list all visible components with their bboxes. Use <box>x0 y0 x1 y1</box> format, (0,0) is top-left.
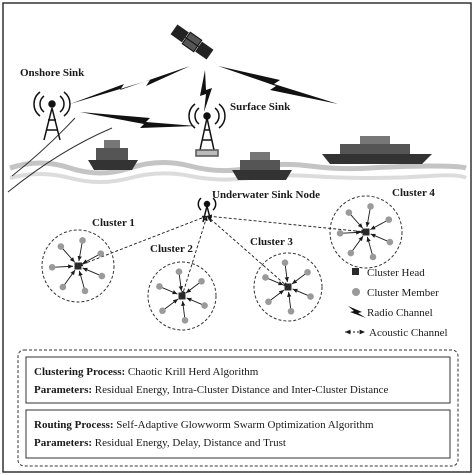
surface-sink-icon <box>188 103 226 157</box>
cluster-4-head <box>362 228 370 236</box>
legend-head-swatch <box>352 268 359 275</box>
cluster-1-member-link <box>77 240 83 262</box>
legend-member-swatch <box>352 288 360 296</box>
cluster-member-node <box>159 307 166 315</box>
clustering-heading: Clustering Process: <box>34 366 125 378</box>
cluster-3-head <box>284 283 292 291</box>
cluster-1-member-link <box>62 269 76 288</box>
cluster-member-node <box>281 259 289 267</box>
routing-params-heading: Parameters: <box>34 437 92 449</box>
cluster-member-node <box>347 249 355 257</box>
legend-cluster-member: Cluster Member <box>367 287 439 299</box>
cluster-1-member-link <box>52 264 74 269</box>
cluster-4-member-link <box>370 233 391 243</box>
cluster-4-member-link <box>370 219 389 231</box>
shore-line-2 <box>7 127 113 193</box>
cluster-1-head <box>74 262 82 270</box>
radio-links <box>70 66 338 128</box>
cluster-member-node <box>175 268 183 276</box>
onshore-tower-icon <box>33 91 71 141</box>
cluster2-label: Cluster 2 <box>150 243 193 255</box>
cluster-member-node <box>201 302 208 309</box>
underwater-sink-label: Underwater Sink Node <box>212 189 320 201</box>
cluster-1-boundary <box>41 229 115 303</box>
cluster-4-member-link <box>350 235 364 254</box>
cluster-member-node <box>385 216 393 223</box>
cluster-member-node <box>304 268 311 276</box>
cluster-member-node <box>156 283 163 290</box>
shore-line <box>11 117 76 177</box>
surface-sink-label: Surface Sink <box>230 101 291 113</box>
cluster-4-member-link <box>366 236 374 258</box>
acoustic-link-cluster-3 <box>206 215 289 288</box>
satellite-icon <box>170 24 214 60</box>
routing-algorithm: Self-Adaptive Glowworm Swarm Optimizatio… <box>114 419 374 431</box>
ship-icon-2 <box>232 152 292 180</box>
legend-radio-swatch <box>348 306 366 318</box>
acoustic-link-cluster-2 <box>181 215 208 297</box>
cluster-member-node <box>57 243 65 250</box>
legend-acoustic-channel: Acoustic Channel <box>369 327 448 339</box>
clustering-box: Clustering Process: Chaotic Krill Herd A… <box>25 356 451 404</box>
svg-text:Parameters: Residual Energy, I: Parameters: Residual Energy, Intra-Clust… <box>34 384 389 396</box>
acoustic-links <box>77 214 367 297</box>
acoustic-link-cluster-4 <box>206 214 367 234</box>
cluster-member-node <box>79 237 86 244</box>
onshore-sink-label: Onshore Sink <box>20 67 85 79</box>
cluster-1-member-link <box>78 270 86 292</box>
cluster-member-node <box>369 253 377 261</box>
cluster-4-boundary <box>329 195 403 269</box>
cluster-4-member-link <box>340 230 362 235</box>
cluster4-label: Cluster 4 <box>392 187 435 199</box>
cluster-member-node <box>181 316 189 324</box>
routing-params: Residual Energy, Delay, Distance and Tru… <box>92 437 286 449</box>
cluster-member-node <box>265 298 272 306</box>
cluster-4-member-link <box>348 212 364 229</box>
cluster-2-boundary <box>147 261 217 331</box>
cluster-member-node <box>307 293 314 300</box>
ship-icon-3 <box>322 136 432 164</box>
cluster-member-node <box>345 209 353 216</box>
cluster-member-node <box>336 229 344 237</box>
routing-box: Routing Process: Self-Adaptive Glowworm … <box>25 409 451 459</box>
cluster-member-node <box>98 272 106 280</box>
cluster1-label: Cluster 1 <box>92 217 135 229</box>
cluster-3-boundary <box>253 252 323 322</box>
cluster-1-member-link <box>82 267 103 277</box>
cluster-member-node <box>287 307 295 315</box>
svg-text:Clustering Process: Chaotic Kr: Clustering Process: Chaotic Krill Herd A… <box>34 366 259 378</box>
cluster-4-member-link <box>365 206 371 228</box>
svg-text:Parameters: Residual Energy, D: Parameters: Residual Energy, Delay, Dist… <box>34 437 286 449</box>
clustering-algorithm: Chaotic Krill Herd Algorithm <box>125 366 259 378</box>
cluster-1-member-link <box>60 246 76 263</box>
cluster-2-head <box>178 292 186 300</box>
clusters <box>41 195 403 331</box>
cluster-member-node <box>59 283 67 291</box>
legend-cluster-head: Cluster Head <box>367 267 425 279</box>
svg-text:Routing Process: Self-Adaptive: Routing Process: Self-Adaptive Glowworm … <box>34 419 374 431</box>
legend: Cluster Head Cluster Member Radio Channe… <box>345 267 448 339</box>
legend-radio-channel: Radio Channel <box>367 307 433 319</box>
cluster-member-node <box>262 274 269 281</box>
clustering-params: Residual Energy, Intra-Cluster Distance … <box>92 384 389 396</box>
cluster-1-member-link <box>82 253 101 265</box>
cluster-member-node <box>81 287 89 295</box>
clustering-params-heading: Parameters: <box>34 384 92 396</box>
cluster3-label: Cluster 3 <box>250 236 293 248</box>
cluster-member-node <box>198 277 205 285</box>
ship-icon-1 <box>88 140 138 170</box>
cluster-member-node <box>386 238 394 246</box>
routing-heading: Routing Process: <box>34 419 114 431</box>
cluster-member-node <box>48 263 56 271</box>
cluster-member-node <box>97 250 105 257</box>
cluster-member-node <box>367 203 374 210</box>
